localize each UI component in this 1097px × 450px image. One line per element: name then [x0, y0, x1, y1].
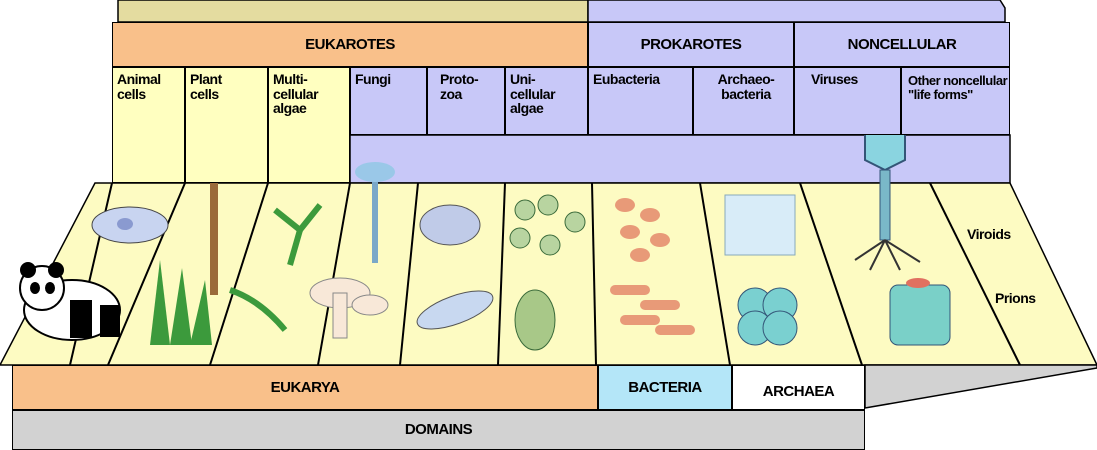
- column-other-noncellular: Other noncellular "life forms": [901, 67, 1010, 135]
- column-viruses: Viruses: [794, 67, 901, 135]
- lavender-band: [350, 135, 1010, 183]
- top-bar-prokaryotes: [588, 0, 1005, 22]
- other-noncellular-label: Other noncellular "life forms": [904, 70, 1012, 101]
- domains-label: DOMAINS: [13, 411, 864, 449]
- archaea-label: ARCHAEA: [733, 370, 864, 413]
- viroids-label: Viroids: [967, 226, 1011, 242]
- prion-art: [890, 278, 950, 345]
- multicellular-algae-label: Multi- cellular algae: [269, 68, 345, 116]
- eukarotes-label: EUKAROTES: [113, 23, 587, 66]
- plant-cells-label: Plant cells: [186, 68, 240, 101]
- eubacteria-label: Eubacteria: [589, 68, 693, 87]
- archaeobacteria-label: Archaeo- bacteria: [702, 68, 786, 101]
- fungi-label: Fungi: [351, 68, 425, 87]
- prokarotes-header: PROKAROTES: [588, 22, 794, 67]
- eukarya-domain-bar: EUKARYA: [12, 365, 598, 410]
- column-multicellular-algae: Multi- cellular algae: [268, 67, 350, 183]
- bacteria-label: BACTERIA: [599, 366, 731, 409]
- floor-gray-extension: [865, 365, 1097, 408]
- bacteria-domain-bar: BACTERIA: [598, 365, 732, 410]
- top-bar-eukaryotes: [118, 0, 588, 22]
- prions-label: Prions: [995, 290, 1036, 306]
- noncellular-label: NONCELLULAR: [795, 23, 1009, 66]
- column-protozoa: Proto- zoa: [427, 67, 505, 135]
- column-unicellular-algae: Uni- cellular algae: [505, 67, 588, 135]
- noncellular-header: NONCELLULAR: [794, 22, 1010, 67]
- archaea-domain-bar: ARCHAEA: [732, 365, 865, 410]
- protozoa-label: Proto- zoa: [436, 68, 490, 101]
- column-animal-cells: Animal cells: [112, 67, 185, 183]
- eukarotes-header: EUKAROTES: [112, 22, 588, 67]
- column-eubacteria: Eubacteria: [588, 67, 693, 135]
- column-fungi: Fungi: [350, 67, 427, 135]
- eukarya-label: EUKARYA: [13, 366, 597, 409]
- amoeba-cell-art: [92, 207, 168, 243]
- prokarotes-label: PROKAROTES: [589, 23, 793, 66]
- column-archaeobacteria: Archaeo- bacteria: [693, 67, 794, 135]
- viruses-label: Viruses: [807, 68, 891, 87]
- unicellular-algae-label: Uni- cellular algae: [506, 68, 580, 116]
- animal-cells-label: Animal cells: [113, 68, 187, 101]
- domains-bar: DOMAINS: [12, 410, 865, 450]
- column-plant-cells: Plant cells: [185, 67, 268, 183]
